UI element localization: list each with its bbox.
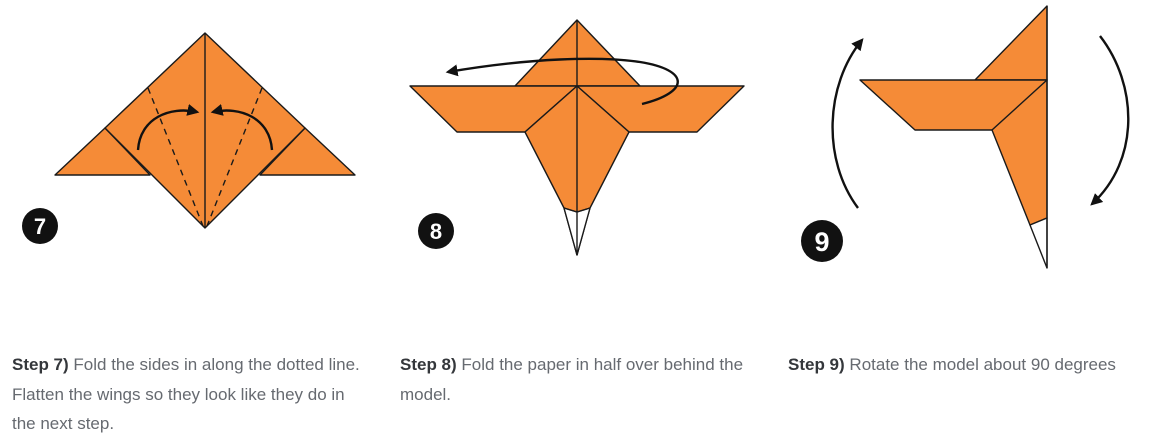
step-8-text: Fold the paper in half over behind the m… xyxy=(400,355,744,404)
step-7-right-dotted-fold xyxy=(206,87,263,227)
step-7-left-wing xyxy=(54,127,151,176)
step-7-number: 7 xyxy=(34,214,46,239)
step-7-label: Step 7) xyxy=(12,355,69,374)
step-9-left-arrow xyxy=(831,38,864,209)
step-8-number: 8 xyxy=(430,219,442,244)
origami-diagrams: 7 8 9 xyxy=(22,5,1130,269)
step-8-left-fold-line xyxy=(563,207,578,213)
step-9-text: Rotate the model about 90 degrees xyxy=(844,355,1116,374)
step-8-label: Step 8) xyxy=(400,355,457,374)
step-7-right-wing xyxy=(259,127,356,176)
step-7-text: Fold the sides in along the dotted line.… xyxy=(12,355,360,433)
step-9-number: 9 xyxy=(814,227,829,257)
step-9-diagram xyxy=(831,5,1130,269)
step-7-caption: Step 7) Fold the sides in along the dott… xyxy=(12,350,372,439)
step-9-caption: Step 9) Rotate the model about 90 degree… xyxy=(788,350,1148,380)
step-7-diagram xyxy=(54,32,356,229)
step-9-upper-flap xyxy=(974,5,1048,81)
step-9-tip-white xyxy=(1029,217,1048,269)
step-9-label: Step 9) xyxy=(788,355,845,374)
step-8-rotate-arrow xyxy=(445,57,679,106)
step-7-right-arrow xyxy=(210,104,274,151)
step-9-badge: 9 xyxy=(801,220,843,262)
step-8-diagram xyxy=(409,19,745,256)
step-7-left-arrow xyxy=(136,104,200,151)
step-7-left-dotted-fold xyxy=(147,87,204,227)
step-8-badge: 8 xyxy=(418,213,454,249)
step-9-right-arrow xyxy=(1090,35,1130,206)
step-8-caption: Step 8) Fold the paper in half over behi… xyxy=(400,350,760,409)
step-8-right-fold-line xyxy=(576,207,591,213)
step-7-badge: 7 xyxy=(22,208,58,244)
